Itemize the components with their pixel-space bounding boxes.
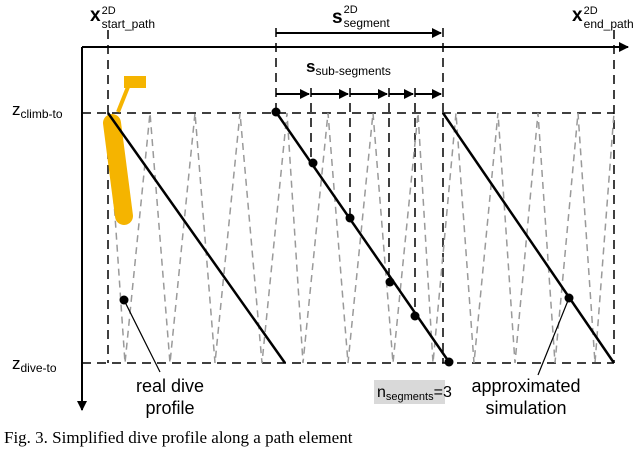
z-climb-to-label: zclimb-to <box>12 100 63 121</box>
real-dive-line <box>106 112 287 364</box>
n-segments-label: nsegments=3 <box>377 384 452 403</box>
approx-simulation-text-1: approximated <box>471 376 580 396</box>
real-profile-leader <box>123 299 161 373</box>
waypoint-dots <box>119 107 574 367</box>
figure-caption: Fig. 3. Simplified dive profile along a … <box>4 428 353 447</box>
real-dive-profile-text-1: real dive <box>136 376 204 396</box>
approx-simulation-text-2: simulation <box>485 398 566 418</box>
highlight-marker <box>103 76 146 225</box>
approx-segment-2 <box>441 112 616 364</box>
zigzag-dive-profile <box>107 112 615 364</box>
real-dive-profile-text-2: profile <box>145 398 194 418</box>
approx-leader <box>537 297 570 376</box>
s-sub-segments-label: ssub-segments <box>306 57 391 78</box>
n-segments-box <box>374 380 445 404</box>
z-dive-to-label: zdive-to <box>12 354 57 375</box>
approx-segment-1 <box>274 111 451 363</box>
dashed-frame <box>82 28 615 364</box>
